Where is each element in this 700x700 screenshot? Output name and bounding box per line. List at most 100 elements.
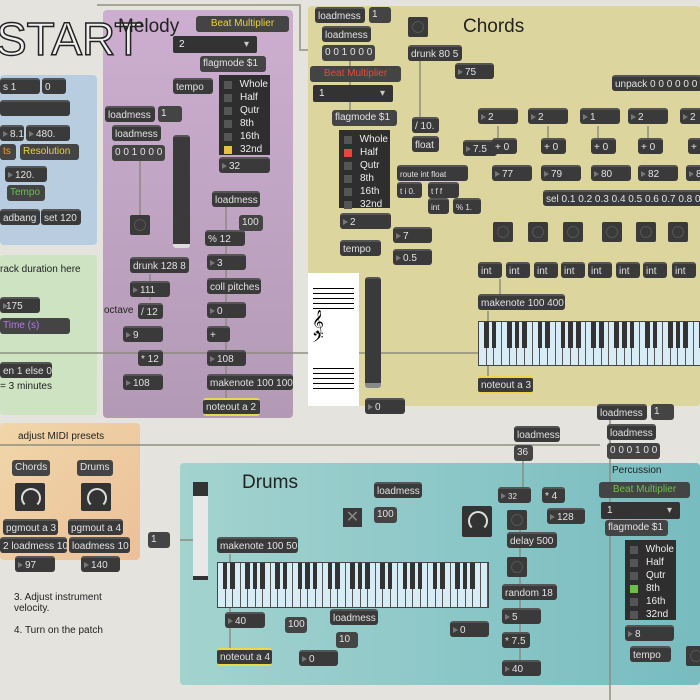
number-box[interactable]: 1: [580, 108, 620, 124]
noteout-object[interactable]: noteout a 3: [478, 376, 533, 394]
number-box[interactable]: 2: [478, 108, 518, 124]
number-box[interactable]: 8.1: [0, 125, 24, 141]
white-key[interactable]: [632, 322, 640, 365]
multiply-object[interactable]: * 12: [138, 350, 163, 366]
black-key[interactable]: [506, 322, 512, 348]
black-key[interactable]: [275, 563, 280, 590]
loadmess-object[interactable]: loadmess: [112, 125, 161, 141]
number-box[interactable]: 84: [686, 165, 700, 181]
loadmess-object[interactable]: loadmess: [105, 106, 155, 122]
loadmess-object[interactable]: s 1: [0, 78, 40, 94]
white-key[interactable]: [578, 322, 587, 365]
white-key[interactable]: [473, 563, 481, 607]
black-key[interactable]: [644, 322, 650, 348]
black-key[interactable]: [312, 563, 318, 590]
int-object[interactable]: int: [672, 262, 696, 278]
list-message[interactable]: 0 0 1 0 0 0: [322, 45, 375, 61]
number-box[interactable]: 80: [591, 165, 631, 181]
divide-object[interactable]: / 12: [138, 303, 163, 319]
multiply-object[interactable]: * 4: [542, 487, 565, 503]
multiply-object[interactable]: * 7.5: [502, 632, 530, 648]
loadmess-object[interactable]: 2 loadmess 109: [0, 537, 67, 553]
sel-object[interactable]: sel 0.1 0.2 0.3 0.4 0.5 0.6 0.7 0.8 0.9: [543, 190, 700, 206]
black-key[interactable]: [222, 563, 228, 590]
number-box[interactable]: 108: [207, 350, 246, 366]
loadmess-object[interactable]: loadmess: [322, 26, 371, 42]
white-key[interactable]: [420, 563, 428, 607]
black-key[interactable]: [560, 322, 566, 348]
white-key[interactable]: [525, 322, 533, 365]
number-box[interactable]: 7: [393, 227, 432, 243]
radio-square-icon[interactable]: [344, 200, 352, 209]
set-120-message[interactable]: set 120: [41, 209, 81, 225]
number-box[interactable]: 0: [207, 302, 246, 318]
white-key[interactable]: [390, 563, 398, 607]
radio-option[interactable]: 16th: [221, 130, 268, 143]
radio-square-icon[interactable]: [224, 80, 232, 89]
number-box[interactable]: 2: [628, 108, 668, 124]
duration-number[interactable]: 175: [0, 297, 40, 313]
radio-option[interactable]: 32nd: [627, 608, 674, 621]
number-box[interactable]: 9: [123, 326, 163, 342]
white-key[interactable]: [315, 563, 323, 607]
number-box[interactable]: 5: [502, 608, 541, 624]
loadmess-object[interactable]: loadmess: [514, 426, 560, 442]
radio-square-icon[interactable]: [630, 558, 638, 567]
number-box[interactable]: 140: [81, 556, 120, 572]
int-object[interactable]: int: [643, 262, 667, 278]
radio-square-icon[interactable]: [630, 597, 638, 606]
white-key[interactable]: [686, 322, 694, 365]
white-key[interactable]: [263, 563, 271, 607]
tempo-object[interactable]: tempo: [340, 240, 381, 256]
number-box[interactable]: 40: [225, 612, 265, 628]
modulo-object[interactable]: % 12: [205, 230, 245, 246]
black-key[interactable]: [432, 563, 438, 590]
black-key[interactable]: [260, 563, 265, 590]
message-box[interactable]: 1: [369, 7, 391, 23]
radio-option[interactable]: Half: [341, 146, 388, 159]
white-key[interactable]: [233, 563, 241, 607]
black-key[interactable]: [514, 322, 520, 348]
bang-button[interactable]: [507, 510, 527, 530]
black-key[interactable]: [417, 563, 423, 590]
tempo-number[interactable]: 120.: [5, 166, 47, 182]
int-object[interactable]: int: [506, 262, 530, 278]
beat-multiplier-dropdown[interactable]: 2: [173, 36, 257, 53]
message-box[interactable]: 10: [336, 632, 358, 648]
int-object[interactable]: int: [534, 262, 558, 278]
black-key[interactable]: [629, 322, 635, 348]
int-object[interactable]: int: [478, 262, 502, 278]
white-key[interactable]: [285, 563, 293, 607]
message-box[interactable]: 100: [239, 215, 263, 231]
black-key[interactable]: [575, 322, 581, 348]
black-key[interactable]: [598, 322, 604, 348]
black-key[interactable]: [410, 563, 415, 590]
message-box[interactable]: 1: [158, 106, 182, 122]
tempo-object[interactable]: tempo: [630, 646, 671, 662]
white-key[interactable]: [480, 563, 488, 607]
radio-square-icon[interactable]: [224, 145, 232, 154]
black-key[interactable]: [537, 322, 543, 348]
bang-button[interactable]: [408, 17, 428, 37]
drums-instrument-dial[interactable]: [81, 483, 111, 511]
radio-option[interactable]: Half: [221, 91, 268, 104]
loadmess-object[interactable]: loadmess: [374, 482, 422, 498]
black-key[interactable]: [568, 322, 573, 348]
melody-slider[interactable]: [173, 135, 190, 248]
number-box[interactable]: 77: [492, 165, 532, 181]
radio-option[interactable]: Half: [627, 556, 674, 569]
white-key[interactable]: [601, 322, 610, 365]
plus-object[interactable]: + 0: [688, 138, 700, 154]
white-key[interactable]: [338, 563, 346, 607]
toggle-x-icon[interactable]: ✕: [343, 508, 362, 527]
int-object[interactable]: int: [616, 262, 640, 278]
radio-option[interactable]: 8th: [341, 172, 388, 185]
bang-button[interactable]: [493, 222, 513, 242]
radio-option[interactable]: 32nd: [221, 143, 268, 156]
noteout-object[interactable]: noteout a 4: [217, 648, 272, 666]
radio-square-icon[interactable]: [224, 106, 232, 115]
modulo-object[interactable]: % 1.: [453, 198, 481, 214]
black-key[interactable]: [698, 322, 700, 348]
number-box[interactable]: 128: [547, 508, 585, 524]
radio-square-icon[interactable]: [224, 93, 232, 102]
